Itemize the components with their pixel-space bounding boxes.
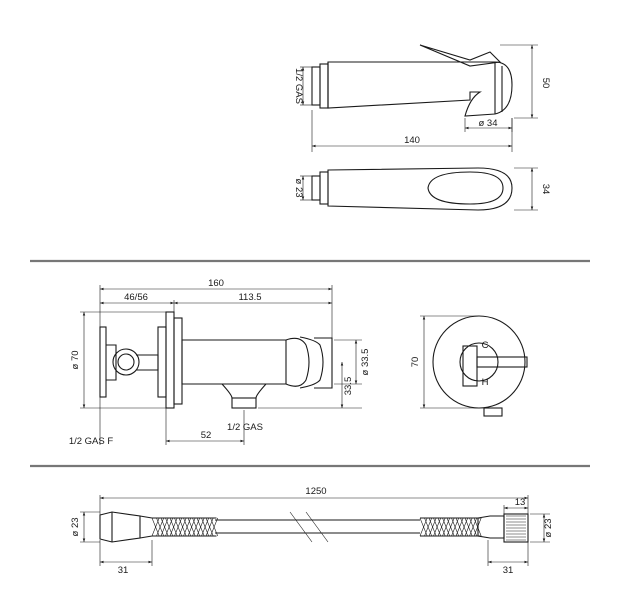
handshower-body <box>327 61 513 117</box>
handshower-inlet-nut <box>311 66 321 106</box>
handshower-side-view: 1/2 GAS 50 140 ø 34 <box>293 44 551 152</box>
braid-stroke <box>210 517 218 537</box>
hose-right-end-label: 31 <box>503 565 514 576</box>
handshower-spray-face <box>427 171 504 205</box>
hose-left-diameter-label: ø 23 <box>70 517 81 536</box>
handshower-top-body <box>327 167 513 211</box>
valve-flange <box>165 311 175 409</box>
valve-holder <box>285 337 310 387</box>
valve-front-flange <box>432 315 526 409</box>
valve-cross-handle <box>99 326 107 398</box>
handshower-height-label: 50 <box>540 78 551 89</box>
handshower-diameter-label: ø 34 <box>478 118 497 129</box>
hose-right-nut <box>503 513 529 543</box>
valve-total-length-label: 160 <box>208 278 224 289</box>
hose-left-fitting <box>99 511 141 543</box>
valve-hot-mark: C <box>482 340 489 351</box>
valve-axis-height-label: 33.5 <box>343 377 354 396</box>
valve-inlet-thread-label: 1/2 GAS F <box>69 436 114 447</box>
hose-left-end-label: 31 <box>118 565 129 576</box>
valve-front-view: 70 C H <box>410 315 528 417</box>
valve-side-view: 160 46/56 113.5 ø 70 ø 33.5 33.5 1/2 GAS… <box>69 278 371 447</box>
hose-break-mark <box>289 511 313 543</box>
valve-wall-depth-label: 46/56 <box>124 292 148 303</box>
valve-outlet-thread-label: 1/2 GAS <box>227 422 263 433</box>
hose-right-fitting <box>477 515 505 539</box>
handshower-length-label: 140 <box>404 135 420 146</box>
hose-length-label: 1250 <box>305 486 326 497</box>
hose-nut-knurl <box>506 515 526 541</box>
hose-right-diameter-label: ø 23 <box>543 518 554 537</box>
handshower-thread-label: 1/2 GAS <box>293 68 304 104</box>
handshower-lever <box>419 44 502 67</box>
hose-right-braid <box>419 517 482 537</box>
valve-body-diameter-label: ø 33.5 <box>360 349 371 376</box>
valve-outlet <box>221 383 267 399</box>
valve-knob <box>112 348 140 376</box>
hose-view: 1250 13 ø 23 ø 23 31 31 <box>70 486 554 576</box>
valve-front-outlet <box>483 407 503 417</box>
hose-left-braid <box>151 517 218 537</box>
handshower-top-view: ø 23 34 <box>293 167 551 211</box>
valve-cold-mark: H <box>482 377 489 388</box>
hose-nut-length-label: 13 <box>515 497 526 508</box>
valve-outlet-offset-label: 52 <box>201 430 212 441</box>
valve-front-height-label: 70 <box>410 357 421 368</box>
valve-flange-diameter-label: ø 70 <box>70 350 81 369</box>
handshower-top-diameter-label: ø 23 <box>293 178 304 197</box>
valve-front-lever <box>476 356 528 368</box>
valve-body-length-label: 113.5 <box>238 292 261 303</box>
valve-body <box>181 339 287 385</box>
handshower-top-width-label: 34 <box>540 184 551 195</box>
